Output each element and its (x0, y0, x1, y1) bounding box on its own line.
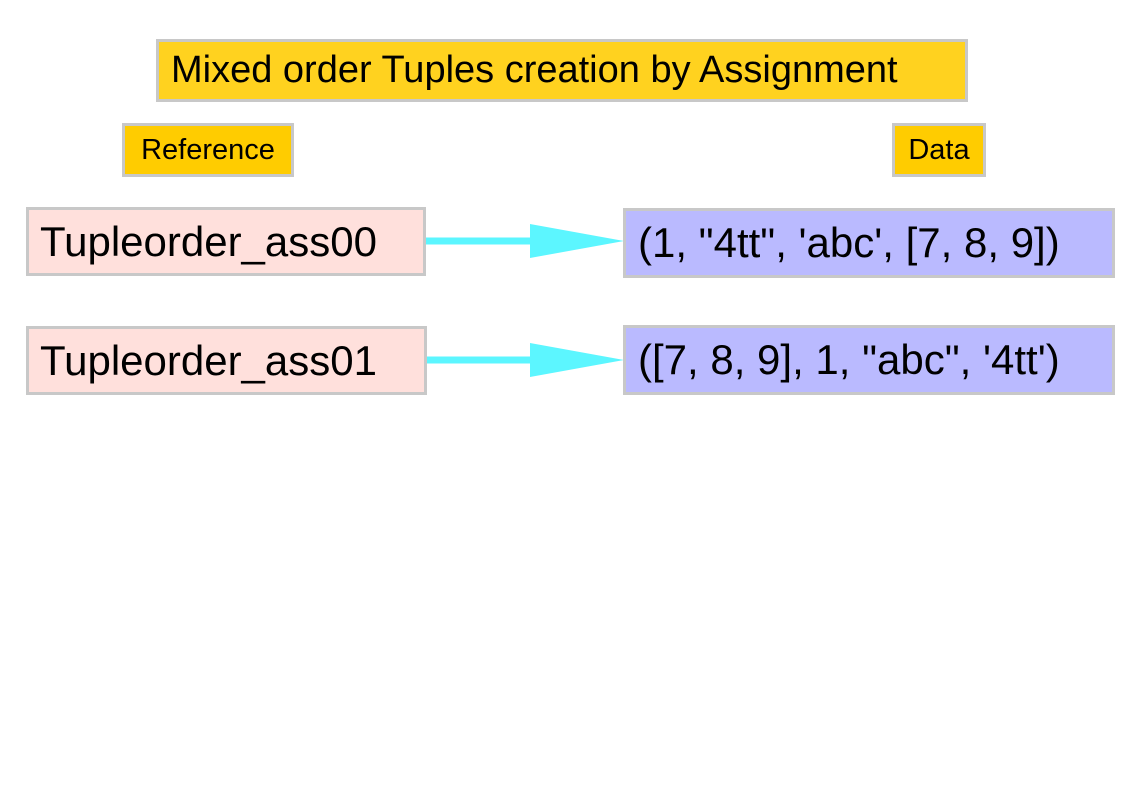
diagram-title: Mixed order Tuples creation by Assignmen… (156, 39, 968, 102)
reference-box-0: Tupleorder_ass00 (26, 207, 426, 276)
arrow-head (530, 343, 624, 377)
arrow-row-1 (426, 343, 624, 377)
arrow-head (530, 224, 624, 258)
reference-header: Reference (122, 123, 294, 177)
arrow-row-0 (424, 224, 624, 258)
data-header: Data (892, 123, 986, 177)
data-box-1: ([7, 8, 9], 1, "abc", '4tt') (623, 325, 1115, 395)
reference-box-1: Tupleorder_ass01 (26, 326, 427, 395)
data-box-0: (1, "4tt", 'abc', [7, 8, 9]) (623, 208, 1115, 278)
